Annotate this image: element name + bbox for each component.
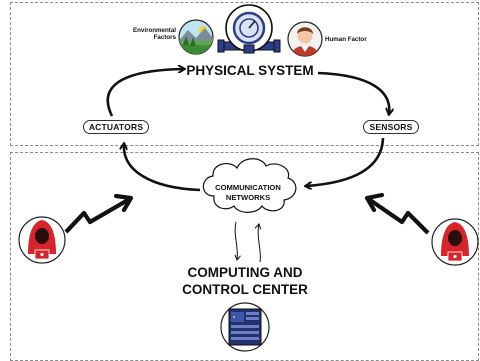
network-to-actuators-arrow <box>124 144 201 192</box>
right-attack-arrow <box>368 198 430 235</box>
network-to-control-arrow <box>235 221 237 260</box>
computing-control-center-title: COMPUTING AND CONTROL CENTER <box>182 265 308 297</box>
physical-system-title: PHYSICAL SYSTEM <box>186 63 314 78</box>
communication-networks-label: COMMUNICATION NETWORKS <box>215 183 281 202</box>
communication-cloud <box>202 158 297 213</box>
left-attack-arrowhead <box>113 193 134 213</box>
control-to-network-arrow <box>258 224 260 263</box>
actuators-to-system-arrow <box>106 69 184 117</box>
server-rack-icon <box>220 302 270 352</box>
gauge-pipe-icon <box>217 4 281 54</box>
human-factor-label: Human Factor <box>325 36 367 43</box>
actuators-label: ACTUATORS <box>83 120 149 134</box>
person-icon <box>287 21 323 57</box>
system-to-sensors-arrow <box>317 71 389 114</box>
environmental-factors-label: Environmental Factors <box>133 27 176 41</box>
right-attack-arrowhead <box>364 192 385 213</box>
right-hacker-icon <box>431 218 479 266</box>
left-hacker-icon <box>18 216 66 264</box>
sensors-label: SENSORS <box>363 120 419 134</box>
sensors-to-network-arrow <box>306 137 385 186</box>
landscape-icon <box>178 19 214 55</box>
left-attack-arrow <box>64 198 130 234</box>
physical-layer-zone <box>10 2 479 146</box>
